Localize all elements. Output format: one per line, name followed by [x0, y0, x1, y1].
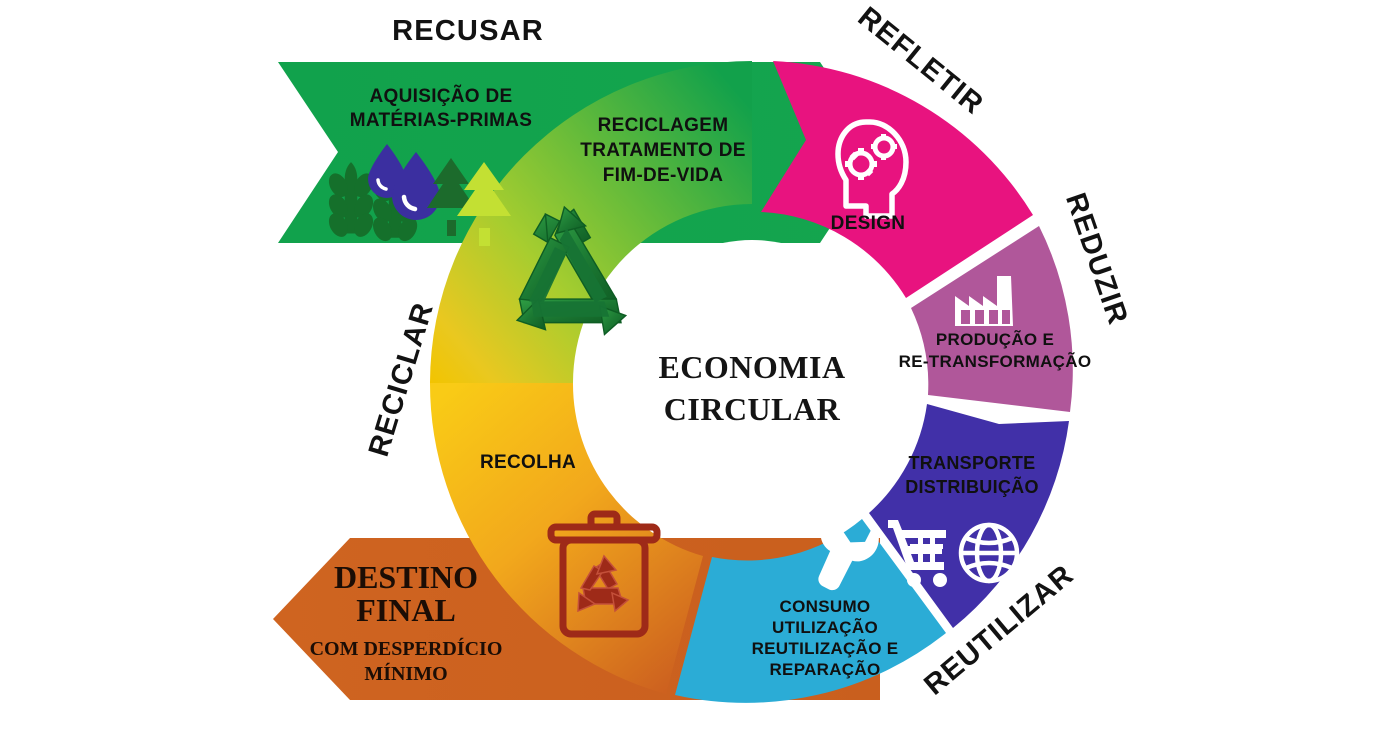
segment-consumo-line3: REUTILIZAÇÃO E	[752, 638, 899, 658]
segment-transporte-shape[interactable]	[869, 404, 1069, 628]
segment-consumo-line1: CONSUMO	[780, 597, 871, 616]
segment-transporte-line1: TRANSPORTE	[908, 453, 1035, 473]
banner-aquisicao-label: AQUISIÇÃO DE MATÉRIAS-PRIMAS	[350, 85, 533, 131]
banner-aquisicao-line2: MATÉRIAS-PRIMAS	[350, 109, 533, 131]
segment-reciclagem-shape[interactable]	[430, 61, 752, 383]
outer-label-reduzir: REDUZIR	[1059, 189, 1134, 329]
outer-label-reduzir-text: REDUZIR	[1059, 189, 1134, 329]
banner-destino-subtitle-line2: MÍNIMO	[364, 662, 447, 685]
segment-reciclagem-line1: RECICLAGEM	[598, 115, 729, 136]
outer-label-recusar-text: RECUSAR	[392, 15, 544, 47]
banner-aquisicao-line1: AQUISIÇÃO DE	[370, 85, 513, 107]
segment-recolha-line1: RECOLHA	[480, 452, 576, 473]
segment-producao-label: PRODUÇÃO E RE-TRANSFORMAÇÃO	[899, 329, 1092, 371]
recycle-arrows-icon	[515, 205, 628, 336]
segment-reciclagem-line3: FIM-DE-VIDA	[603, 165, 723, 186]
segment-transporte-line2: DISTRIBUIÇÃO	[905, 476, 1039, 497]
banner-destino-final-label: DESTINO FINAL COM DESPERDÍCIO MÍNIMO	[310, 559, 503, 685]
outer-label-reciclar-text: RECICLAR	[363, 298, 440, 460]
segment-design-line1: DESIGN	[831, 213, 906, 234]
water-drop-icon	[368, 144, 440, 220]
segment-recolha-label: RECOLHA	[480, 452, 576, 473]
banner-destino-title-line1: DESTINO	[334, 559, 478, 595]
segment-design-shape[interactable]	[761, 61, 1033, 298]
segment-reciclagem[interactable]	[430, 61, 752, 383]
outer-label-recusar: RECUSAR	[392, 15, 544, 47]
cart-globe-icon	[888, 520, 1020, 587]
tree-icon	[427, 158, 511, 246]
center-line1: ECONOMIA	[658, 349, 845, 385]
segment-consumo-shape[interactable]	[675, 519, 946, 703]
segment-producao-line2: RE-TRANSFORMAÇÃO	[899, 351, 1092, 371]
segment-design[interactable]	[761, 61, 1033, 298]
segment-consumo-line2: UTILIZAÇÃO	[772, 617, 878, 637]
segment-reciclagem-line2: TRATAMENTO DE	[580, 140, 745, 161]
center-disc	[609, 240, 895, 526]
segment-transporte-label: TRANSPORTE DISTRIBUIÇÃO	[905, 453, 1039, 497]
outer-label-reciclar: RECICLAR	[363, 298, 440, 460]
segment-consumo-line4: REPARAÇÃO	[769, 659, 880, 679]
segment-producao-line1: PRODUÇÃO E	[936, 329, 1054, 349]
banner-destino-title-line2: FINAL	[356, 592, 456, 628]
wrench-icon	[818, 511, 879, 591]
segment-consumo[interactable]	[675, 519, 946, 703]
segment-transporte[interactable]	[869, 404, 1069, 628]
segment-reciclagem-label: RECICLAGEM TRATAMENTO DE FIM-DE-VIDA	[580, 115, 745, 186]
banner-destino-subtitle-line1: COM DESPERDÍCIO	[310, 637, 503, 660]
center-line2: CIRCULAR	[664, 391, 841, 427]
segment-design-label: DESIGN	[831, 213, 906, 234]
segment-consumo-label: CONSUMO UTILIZAÇÃO REUTILIZAÇÃO E REPARA…	[752, 597, 899, 679]
trash-recycle-icon	[547, 510, 661, 638]
center-label: ECONOMIA CIRCULAR	[658, 349, 845, 427]
factory-icon	[955, 276, 1013, 326]
